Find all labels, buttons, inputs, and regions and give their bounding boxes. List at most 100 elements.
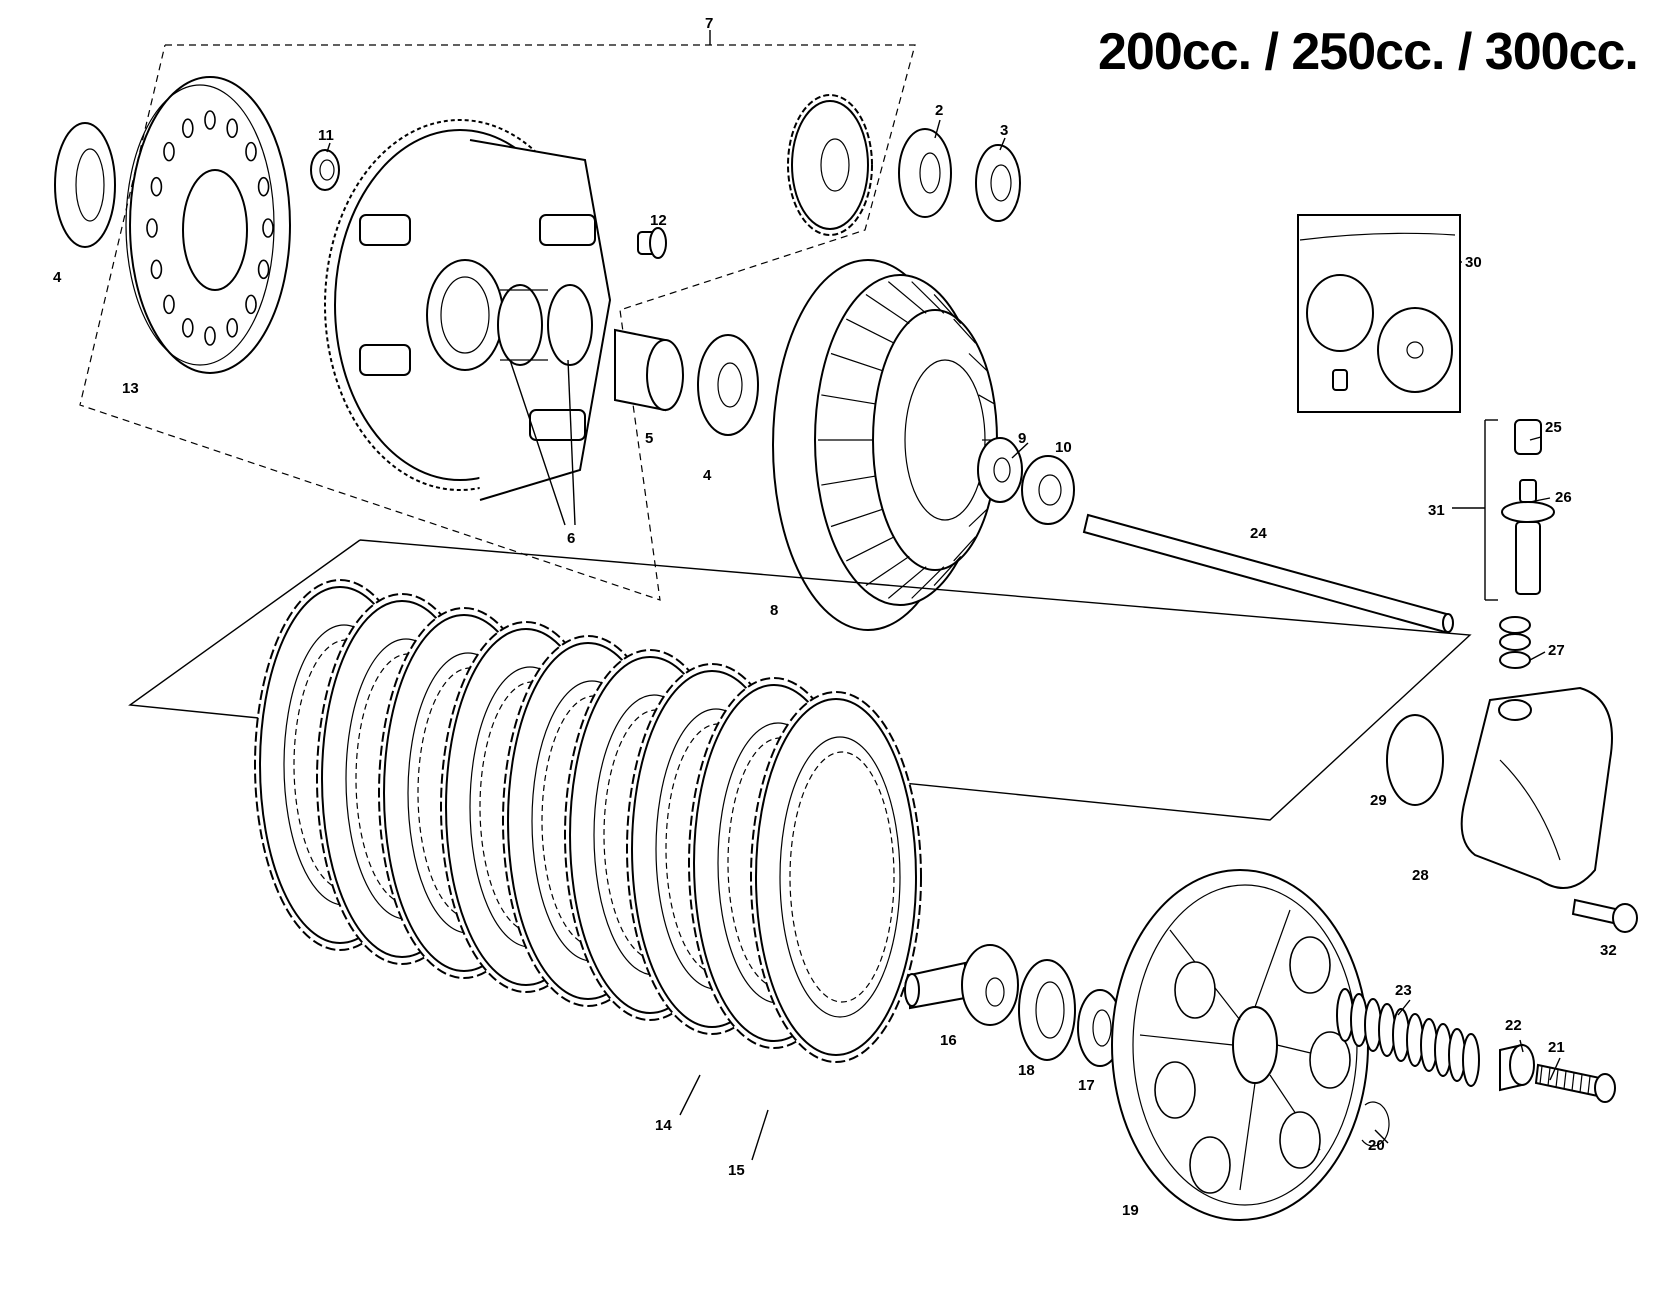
callout-20: 20 bbox=[1368, 1137, 1385, 1154]
pin-11 bbox=[310, 149, 340, 191]
plate-hole bbox=[163, 141, 175, 162]
plate-hole bbox=[245, 141, 257, 162]
repair-kit-30 bbox=[1297, 214, 1461, 413]
pressure-plate-hole bbox=[1174, 961, 1216, 1019]
hub-rib bbox=[821, 475, 876, 486]
callout-3: 3 bbox=[1000, 122, 1008, 139]
callout-26: 26 bbox=[1555, 489, 1572, 506]
hub-rib bbox=[968, 508, 988, 527]
screw-thread bbox=[1571, 1072, 1575, 1091]
pressure-plate-hole bbox=[1154, 1061, 1196, 1119]
plate-hole bbox=[245, 294, 257, 315]
callout-12: 12 bbox=[650, 212, 667, 229]
callout-11: 11 bbox=[318, 127, 334, 144]
bearings-6 bbox=[497, 284, 593, 366]
callout-labels: 7 2 3 11 12 4 13 5 4 6 8 9 10 24 30 25 2… bbox=[53, 15, 1617, 1219]
washer-4-right bbox=[697, 334, 759, 436]
spacer-16 bbox=[904, 944, 1019, 1026]
washer-2 bbox=[898, 128, 952, 218]
callout-13: 13 bbox=[122, 380, 139, 397]
hub-rib bbox=[865, 555, 910, 587]
bleeder-26 bbox=[1501, 479, 1555, 595]
callout-2: 2 bbox=[935, 102, 943, 119]
pressure-plate-hole bbox=[1279, 1111, 1321, 1169]
plate-hole bbox=[150, 176, 163, 197]
callout-14: 14 bbox=[655, 1117, 672, 1134]
screw-thread bbox=[1587, 1076, 1591, 1095]
oring-29 bbox=[1386, 714, 1444, 806]
callout-29: 29 bbox=[1370, 792, 1387, 809]
diagram-title: 200cc. / 250cc. / 300cc. bbox=[1098, 23, 1639, 81]
washer-22 bbox=[1499, 1043, 1535, 1092]
hub-rib bbox=[953, 318, 977, 344]
group-7-outline bbox=[79, 44, 916, 601]
callout-22: 22 bbox=[1505, 1017, 1522, 1034]
push-rod-24 bbox=[1082, 513, 1454, 634]
plate-hole bbox=[182, 317, 194, 338]
plate-hole bbox=[146, 218, 158, 238]
callout-28: 28 bbox=[1412, 867, 1429, 884]
callout-9: 9 bbox=[1018, 430, 1026, 447]
hub-rib bbox=[887, 281, 927, 314]
plate-hole bbox=[262, 218, 274, 238]
washer-4-left bbox=[54, 122, 116, 248]
inner-hub-8 bbox=[772, 259, 998, 631]
callout-10: 10 bbox=[1055, 439, 1072, 456]
plate-hole bbox=[204, 326, 216, 346]
orings-27 bbox=[1499, 616, 1531, 669]
nut-3 bbox=[975, 144, 1021, 222]
circlip-20 bbox=[1361, 1101, 1390, 1147]
callout-6: 6 bbox=[567, 530, 575, 547]
plate-face bbox=[755, 698, 917, 1056]
hub-rib bbox=[865, 293, 910, 325]
screw-shank bbox=[1534, 1063, 1602, 1098]
hub-rib bbox=[830, 352, 884, 372]
hub-rib bbox=[821, 394, 876, 405]
hub-rib bbox=[846, 536, 895, 562]
callout-7: 7 bbox=[705, 15, 713, 32]
callout-24: 24 bbox=[1250, 525, 1267, 542]
hub-rib bbox=[887, 566, 927, 599]
callout-16: 16 bbox=[940, 1032, 957, 1049]
plate-hole bbox=[182, 118, 194, 139]
hub-rib bbox=[933, 556, 962, 586]
washer-17 bbox=[1077, 989, 1123, 1067]
callout-19: 19 bbox=[1122, 1202, 1139, 1219]
callout-32: 32 bbox=[1600, 942, 1617, 959]
hub-rib bbox=[911, 566, 945, 599]
cap-25 bbox=[1514, 419, 1542, 455]
callout-17: 17 bbox=[1078, 1077, 1095, 1094]
hub-rib bbox=[968, 353, 988, 372]
callout-8: 8 bbox=[770, 602, 778, 619]
callout-4-right: 4 bbox=[703, 467, 712, 484]
screw-thread bbox=[1539, 1065, 1543, 1085]
plate-hole bbox=[257, 176, 270, 197]
screw-21 bbox=[1534, 1063, 1616, 1103]
screw-thread bbox=[1563, 1071, 1567, 1090]
plate-hole bbox=[226, 317, 238, 338]
pressure-plate-hole bbox=[1289, 936, 1331, 994]
hub-rib bbox=[911, 281, 945, 314]
callout-5: 5 bbox=[645, 430, 653, 447]
plate-hole bbox=[163, 294, 175, 315]
screw-thread bbox=[1579, 1074, 1583, 1093]
slave-cylinder-28 bbox=[1460, 686, 1613, 889]
screw-thread bbox=[1547, 1067, 1551, 1086]
plate-hole bbox=[150, 259, 163, 280]
spring-coil bbox=[1462, 1033, 1480, 1087]
bearing-18 bbox=[1018, 959, 1076, 1061]
plate-hole bbox=[257, 259, 270, 280]
nut-10 bbox=[1021, 455, 1075, 525]
screw-thread bbox=[1555, 1069, 1559, 1088]
pressure-plate-hole bbox=[1189, 1136, 1231, 1194]
callout-15: 15 bbox=[728, 1162, 745, 1179]
clutch-basket bbox=[324, 119, 612, 501]
callout-23: 23 bbox=[1395, 982, 1412, 999]
hub-rib bbox=[978, 394, 995, 405]
plate-hole bbox=[204, 110, 216, 130]
callout-27: 27 bbox=[1548, 642, 1565, 659]
callout-4-left: 4 bbox=[53, 269, 62, 286]
callout-25: 25 bbox=[1545, 419, 1562, 436]
callout-18: 18 bbox=[1018, 1062, 1035, 1079]
